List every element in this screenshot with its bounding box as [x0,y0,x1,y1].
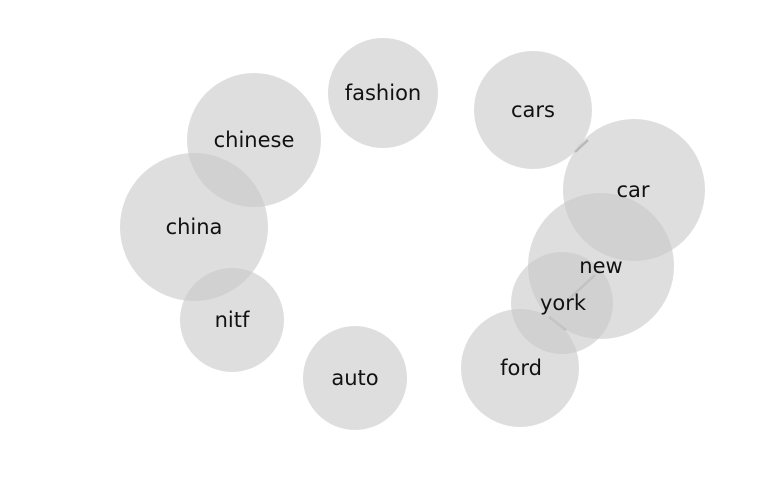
bubble-auto[interactable] [303,326,407,430]
bubble-cars[interactable] [474,51,592,169]
label-new: new [579,254,622,278]
bubble-china[interactable] [120,153,268,301]
label-york: york [540,291,587,315]
label-car: car [616,178,649,202]
label-ford: ford [500,356,542,380]
bubble-ford[interactable] [461,309,579,427]
bubble-fashion[interactable] [328,38,438,148]
label-china: china [166,215,223,239]
label-cars: cars [511,98,555,122]
label-fashion: fashion [345,81,422,105]
bubble-nitf[interactable] [180,268,284,372]
label-chinese: chinese [214,128,295,152]
label-nitf: nitf [215,308,250,332]
label-auto: auto [331,366,378,390]
term-labels: fashion cars chinese car china new york … [166,81,650,390]
term-bubbles [120,38,705,430]
